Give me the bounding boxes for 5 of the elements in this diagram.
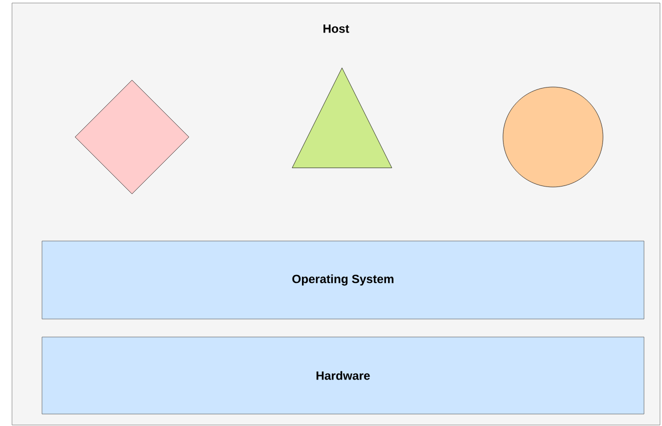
diamond-shape: [74, 80, 190, 194]
triangle-shape: [292, 68, 392, 168]
layer-box: Hardware: [42, 336, 644, 414]
circle-shape: [502, 86, 604, 188]
layer-box: Operating System: [42, 240, 644, 320]
